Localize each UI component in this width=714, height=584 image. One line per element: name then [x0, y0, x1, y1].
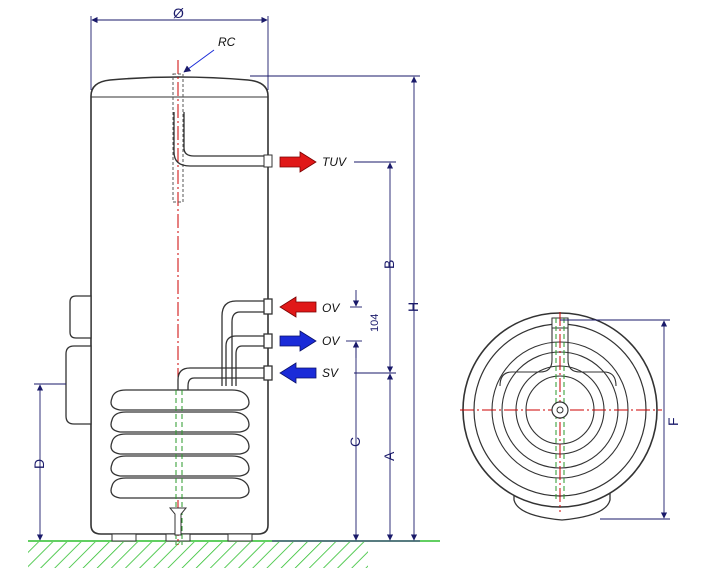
- label-ov-upper: OV: [322, 301, 340, 315]
- dimension-f: [560, 319, 670, 520]
- arrow-tuv-outlet: [279, 151, 317, 173]
- sensor-tube-rc: [172, 73, 184, 203]
- arrow-ov-lower-outlet: [279, 330, 317, 352]
- dim-label-h: H: [405, 302, 421, 312]
- dimension-h: [250, 75, 420, 542]
- dim-label-d: D: [31, 459, 47, 469]
- dim-label-b: B: [381, 260, 397, 269]
- coil-sensor-line: [168, 390, 188, 545]
- label-rc: RC: [218, 35, 236, 49]
- dim-label-a: A: [381, 451, 397, 461]
- dimension-c: [346, 340, 362, 541]
- side-box-lower: [65, 345, 92, 425]
- arrow-sv-inlet: [279, 362, 317, 384]
- dim-label-diameter: Ø: [173, 5, 184, 21]
- coil-supply-pipes: [177, 298, 273, 392]
- tank-top-view: [460, 312, 662, 521]
- arrow-ov-upper-inlet: [279, 296, 317, 318]
- dimension-b: [354, 161, 396, 374]
- dim-label-f: F: [665, 417, 681, 426]
- dimension-d: [34, 383, 66, 541]
- label-tuv: TUV: [322, 155, 347, 169]
- ground: [28, 540, 440, 568]
- rc-leader: [183, 49, 215, 73]
- side-box-upper: [69, 295, 92, 339]
- label-sv: SV: [322, 366, 339, 380]
- heating-coil: [110, 389, 250, 499]
- dim-label-c: C: [347, 437, 363, 447]
- dimension-104: [350, 290, 362, 358]
- dim-label-104: 104: [369, 314, 381, 332]
- tuv-pipe: [173, 112, 273, 168]
- label-ov-lower: OV: [322, 334, 340, 348]
- dimension-diameter: [90, 16, 269, 90]
